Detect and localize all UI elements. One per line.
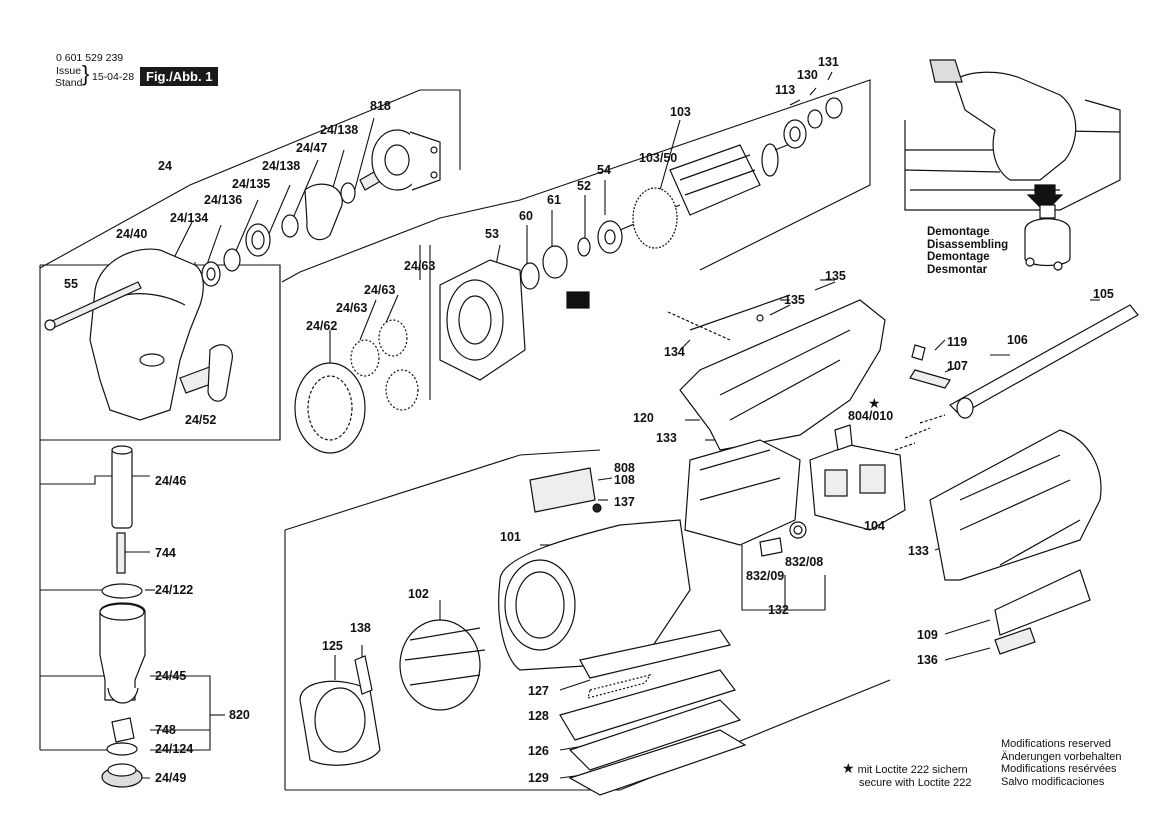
label-132: 132	[768, 603, 789, 617]
right-housing-half	[929, 429, 1102, 655]
label-129: 129	[528, 771, 549, 785]
label-820: 820	[229, 708, 250, 722]
part-labels: 24 24/40 24/134 24/136 24/135 24/138 24/…	[64, 55, 1114, 785]
label-744: 744	[155, 546, 176, 560]
disassembly-line: Demontage	[927, 251, 990, 263]
label-133a: 133	[656, 431, 677, 445]
label-24-45: 24/45	[155, 669, 186, 683]
label-105: 105	[1093, 287, 1114, 301]
armature	[619, 97, 843, 249]
label-24-52: 24/52	[185, 413, 216, 427]
label-104: 104	[864, 519, 885, 533]
issue-label: Issue	[56, 65, 82, 77]
star-804-010: ★	[868, 395, 881, 411]
label-130: 130	[797, 68, 818, 82]
label-128: 128	[528, 709, 549, 723]
loctite-line-de: mit Loctite 222 sichern	[857, 764, 968, 776]
label-103: 103	[670, 105, 691, 119]
label-24-124: 24/124	[155, 742, 193, 756]
label-120: 120	[633, 411, 654, 425]
label-54: 54	[597, 163, 611, 177]
stand-label: Stand	[55, 77, 83, 89]
label-24-62: 24/62	[306, 319, 337, 333]
label-102: 102	[408, 587, 429, 601]
label-107: 107	[947, 359, 968, 373]
disassembly-line: Disassembling	[927, 238, 1009, 251]
label-131: 131	[818, 55, 839, 69]
label-61: 61	[547, 193, 561, 207]
label-24-135: 24/135	[232, 177, 270, 191]
label-53: 53	[485, 227, 499, 241]
label-108: 108	[614, 473, 635, 487]
loctite-note: ★mit Loctite 222 sichern secure with Loc…	[842, 760, 972, 789]
part-number: 0 601 529 239	[56, 52, 124, 64]
head-assembly	[44, 129, 441, 788]
gear-assembly	[294, 220, 623, 454]
label-24-47: 24/47	[296, 141, 327, 155]
label-24: 24	[158, 159, 172, 173]
label-24-63b: 24/63	[364, 283, 395, 297]
label-804-010: 804/010	[848, 409, 893, 423]
label-24-46: 24/46	[155, 474, 186, 488]
label-832-08: 832/08	[785, 555, 823, 569]
disassembly-line: Demontage	[927, 226, 990, 238]
label-24-40: 24/40	[116, 227, 147, 241]
label-119: 119	[947, 335, 967, 349]
issue-bracket: }	[82, 61, 90, 86]
label-127: 127	[528, 684, 549, 698]
label-134: 134	[664, 345, 685, 359]
label-136: 136	[917, 653, 938, 667]
label-103-50: 103/50	[639, 151, 677, 165]
label-24-49: 24/49	[155, 771, 186, 785]
label-135a: 135	[784, 293, 805, 307]
label-137: 137	[614, 495, 635, 509]
leader-lines	[39, 71, 1100, 791]
loctite-line-en: secure with Loctite 222	[859, 776, 972, 789]
label-106: 106	[1007, 333, 1028, 347]
label-101: 101	[500, 530, 521, 544]
label-125: 125	[322, 639, 343, 653]
label-24-63c: 24/63	[404, 259, 435, 273]
star-icon: ★	[842, 760, 855, 776]
housing-shell	[667, 281, 886, 451]
issue-date: 15-04-28	[92, 71, 135, 83]
label-133b: 133	[908, 544, 929, 558]
label-818: 818	[370, 99, 391, 113]
label-24-134: 24/134	[170, 211, 208, 225]
note-line: Salvo modificaciones	[1001, 775, 1105, 788]
label-832-09: 832/09	[746, 569, 784, 583]
figure-label: Fig./Abb. 1	[140, 67, 219, 86]
label-109: 109	[917, 628, 938, 642]
label-126: 126	[528, 744, 549, 758]
modifications-note: Modifications reserved Änderungen vorbeh…	[1001, 738, 1121, 788]
cable-and-switch	[809, 304, 1139, 531]
label-24-122: 24/122	[155, 583, 193, 597]
note-line: Modifications reserved	[1001, 738, 1112, 750]
note-line: Änderungen vorbehalten	[1001, 750, 1122, 763]
label-135b: 135	[825, 269, 846, 283]
label-24-138b: 24/138	[320, 123, 358, 137]
label-52: 52	[577, 179, 591, 193]
disassembly-line: Desmontar	[927, 263, 988, 276]
disassembly-caption: Demontage Disassembling Demontage Desmon…	[927, 226, 1008, 276]
label-60: 60	[519, 209, 533, 223]
label-55: 55	[64, 277, 78, 291]
label-748: 748	[155, 723, 176, 737]
note-line: Modifications resérvées	[1001, 763, 1117, 775]
label-24-63a: 24/63	[336, 301, 367, 315]
label-808: 808	[614, 461, 635, 475]
label-113: 113	[775, 83, 795, 97]
disassembly-illustration	[904, 59, 1121, 271]
motor-assembly	[299, 439, 807, 796]
label-138: 138	[350, 621, 371, 635]
label-24-136: 24/136	[204, 193, 242, 207]
label-24-138a: 24/138	[262, 159, 300, 173]
